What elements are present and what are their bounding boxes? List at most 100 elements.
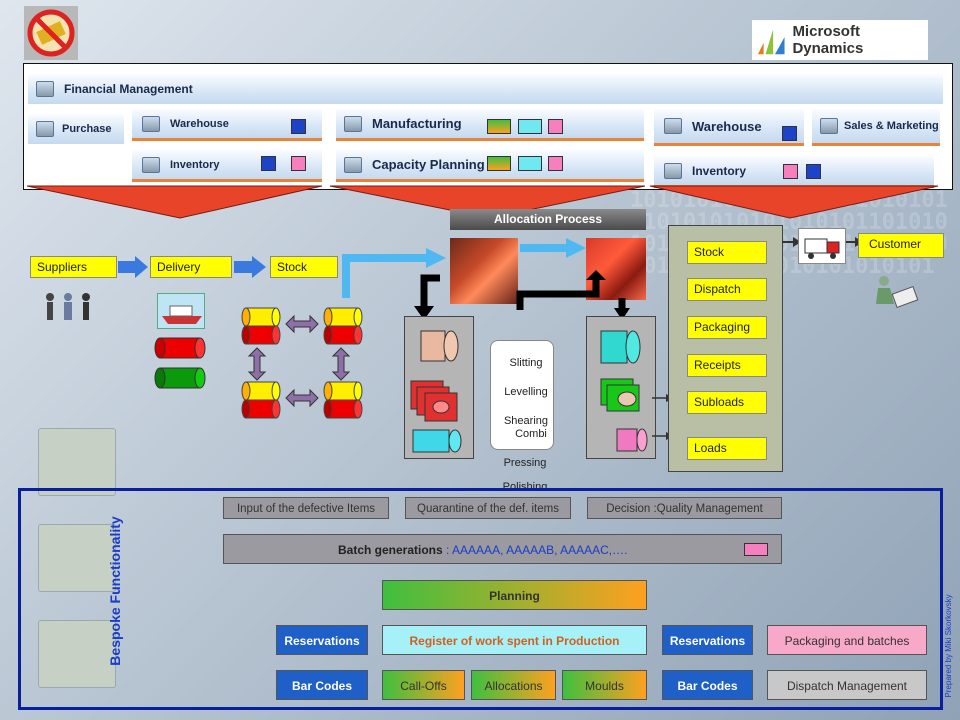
ship-icon bbox=[157, 293, 205, 329]
dispatch-item-packaging[interactable]: Packaging bbox=[687, 316, 767, 339]
planning-box[interactable]: Planning bbox=[382, 580, 647, 610]
status-square-pink bbox=[291, 156, 306, 171]
bespoke-functionality-frame bbox=[18, 488, 943, 710]
input-defective-items-box[interactable]: Input of the defective Items bbox=[223, 497, 389, 519]
module-label: Manufacturing bbox=[372, 116, 462, 131]
delivery-box[interactable]: Delivery bbox=[150, 256, 232, 278]
allocation-process-title: Allocation Process bbox=[450, 209, 646, 230]
dispatch-item-receipts[interactable]: Receipts bbox=[687, 354, 767, 377]
prepared-by-credit: Prepared by Miki Skorkovsky bbox=[944, 594, 953, 698]
dispatch-item-dispatch[interactable]: Dispatch bbox=[687, 278, 767, 301]
module-warehouse-left[interactable]: Warehouse bbox=[132, 109, 322, 141]
logo-text: Microsoft Dynamics bbox=[792, 23, 864, 57]
module-label: Purchase bbox=[62, 123, 112, 135]
status-square-cyan bbox=[518, 156, 542, 171]
module-label: Warehouse bbox=[170, 117, 229, 130]
inventory-icon bbox=[142, 156, 160, 173]
funnel-right bbox=[649, 185, 939, 219]
funnel-left bbox=[26, 185, 323, 219]
status-square-gradient bbox=[487, 156, 511, 171]
delivery-cylinders bbox=[154, 337, 206, 389]
purchase-icon bbox=[36, 121, 54, 137]
sales-icon bbox=[820, 118, 838, 134]
batch-pink-marker bbox=[744, 543, 768, 556]
status-square-cyan bbox=[518, 119, 542, 134]
erp-modules-panel: Financial Management Purchase Warehouse … bbox=[23, 63, 953, 190]
status-square-blue bbox=[261, 156, 276, 171]
status-square-blue bbox=[806, 164, 821, 179]
status-square-pink bbox=[548, 156, 563, 171]
decision-quality-box[interactable]: Decision :Quality Management bbox=[587, 497, 782, 519]
funnel-middle bbox=[329, 185, 646, 219]
batch-label: Batch generations bbox=[338, 543, 443, 557]
allocations-box[interactable]: Allocations bbox=[471, 670, 556, 700]
dispatch-item-stock[interactable]: Stock bbox=[687, 241, 767, 264]
dispatch-item-subloads[interactable]: Subloads bbox=[687, 391, 767, 414]
process-list: Slitting Levelling Shearing Combi Pressi… bbox=[496, 356, 556, 490]
register-work-box[interactable]: Register of work spent in Production bbox=[382, 625, 647, 655]
reservations-left-button[interactable]: Reservations bbox=[276, 625, 368, 655]
dynamics-logo-icon bbox=[757, 29, 785, 55]
bespoke-title: Bespoke Functionality bbox=[107, 516, 123, 666]
barcodes-left-button[interactable]: Bar Codes bbox=[276, 670, 368, 700]
cylinder-green bbox=[154, 367, 206, 389]
stock-cylinder-group bbox=[241, 307, 363, 419]
process-item: Slitting bbox=[509, 357, 543, 369]
to-truck-arrow bbox=[782, 237, 801, 247]
module-label: Financial Management bbox=[64, 82, 193, 96]
module-label: Inventory bbox=[692, 163, 747, 178]
module-inventory-left[interactable]: Inventory bbox=[132, 150, 322, 182]
module-warehouse-right[interactable]: Warehouse bbox=[654, 109, 804, 146]
flow-arrows bbox=[118, 238, 586, 298]
dispatch-item-loads[interactable]: Loads bbox=[687, 437, 767, 460]
finished-goods-bin bbox=[586, 316, 656, 459]
financial-icon bbox=[36, 81, 54, 97]
arrow-machine1-down bbox=[420, 274, 440, 308]
module-sales-marketing[interactable]: Sales & Marketing bbox=[812, 109, 940, 146]
process-item: Polishing bbox=[502, 481, 548, 490]
module-label: Capacity Planning bbox=[372, 157, 485, 172]
customer-figure-icon bbox=[870, 274, 920, 310]
warehouse-icon bbox=[664, 118, 682, 134]
manufacturing-icon bbox=[344, 115, 362, 132]
inventory-icon bbox=[664, 162, 682, 179]
packaging-batches-box[interactable]: Packaging and batches bbox=[767, 625, 927, 655]
decor-panel-3 bbox=[38, 620, 116, 688]
process-item: Levelling bbox=[504, 386, 548, 398]
module-label: Warehouse bbox=[692, 118, 762, 134]
arrow-bin-to-machine2 bbox=[516, 278, 600, 310]
status-square-pink bbox=[548, 119, 563, 134]
warehouse-icon bbox=[142, 115, 160, 132]
truck-icon bbox=[798, 228, 846, 264]
suppliers-box[interactable]: Suppliers bbox=[30, 256, 117, 278]
module-purchase[interactable]: Purchase bbox=[28, 114, 124, 144]
cylinder-red bbox=[154, 337, 206, 359]
process-item: Shearing bbox=[503, 415, 549, 427]
arrow-delivery-stock bbox=[234, 256, 266, 278]
moulds-box[interactable]: Moulds bbox=[562, 670, 647, 700]
process-scroll bbox=[490, 340, 554, 450]
module-label: Sales & Marketing bbox=[844, 120, 939, 132]
module-financial-management[interactable]: Financial Management bbox=[28, 74, 943, 104]
dispatch-management-box[interactable]: Dispatch Management bbox=[767, 670, 927, 700]
quarantine-items-box[interactable]: Quarantine of the def. items bbox=[405, 497, 571, 519]
decor-panel-2 bbox=[38, 524, 116, 592]
arrow-stock-to-allocation bbox=[342, 254, 430, 298]
microsoft-dynamics-logo: Microsoft Dynamics bbox=[752, 20, 928, 60]
batch-generations-bar[interactable]: Batch generations : AAAAAA, AAAAAB, AAAA… bbox=[223, 534, 782, 564]
reservations-right-button[interactable]: Reservations bbox=[662, 625, 753, 655]
status-square-pink bbox=[783, 164, 798, 179]
status-square-blue bbox=[291, 119, 306, 134]
customer-box[interactable]: Customer bbox=[858, 233, 944, 258]
stock-box[interactable]: Stock bbox=[270, 256, 338, 278]
decor-panel-1 bbox=[38, 428, 116, 496]
dispatch-panel bbox=[668, 225, 783, 472]
capacity-icon bbox=[344, 156, 362, 173]
process-item: Pressing bbox=[503, 457, 547, 469]
status-square-blue bbox=[782, 126, 797, 141]
calloffs-box[interactable]: Call-Offs bbox=[382, 670, 465, 700]
barcodes-right-button[interactable]: Bar Codes bbox=[662, 670, 753, 700]
suppliers-people-icon bbox=[42, 292, 94, 328]
funnel-arrows bbox=[26, 185, 939, 219]
arrow-suppliers-delivery bbox=[118, 256, 148, 278]
